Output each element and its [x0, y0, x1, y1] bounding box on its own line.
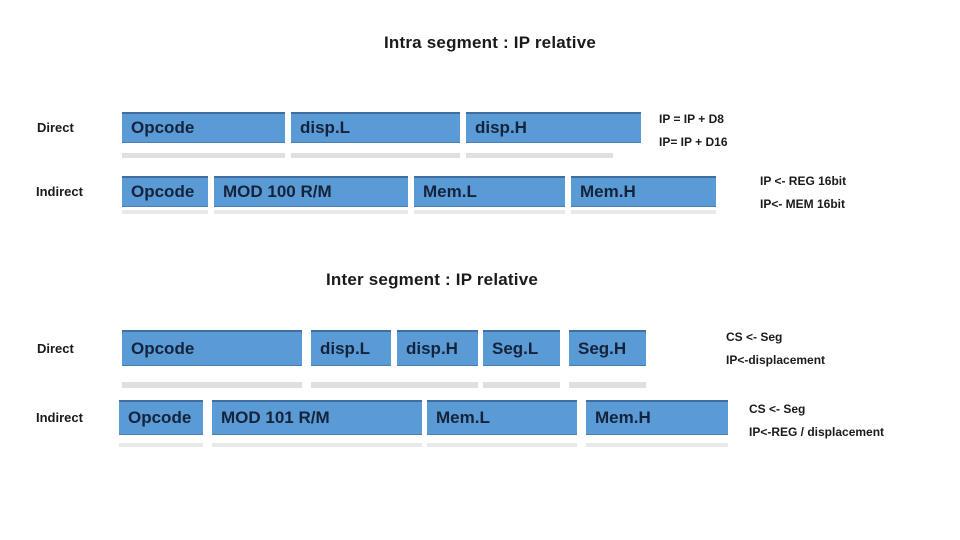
field-box-mod-rm: MOD 101 R/M [212, 400, 422, 435]
field-box-mod-rm: MOD 100 R/M [214, 176, 408, 207]
reflection-strip [122, 210, 208, 214]
reflection-strip [119, 443, 203, 447]
reflection-strip [311, 382, 478, 388]
note-line: IP<-displacement [726, 353, 826, 367]
reflection-strip [414, 210, 565, 214]
reflection-strip [569, 382, 646, 388]
field-box-opcode: Opcode [122, 176, 208, 207]
note-line: IP <- REG 16bit [760, 174, 847, 188]
inter-indirect-row: Indirect Opcode MOD 101 R/M Mem.L Mem.H … [0, 400, 960, 447]
inter-section-title: Inter segment : IP relative [326, 270, 538, 289]
reflection-strip [212, 443, 422, 447]
field-box-disph: disp.H [466, 112, 641, 143]
inter-direct-notes: CS <- Seg IP<-displacement [726, 326, 825, 372]
reflection-strip [427, 443, 577, 447]
reflection-strip [571, 210, 716, 214]
note-line: CS <- Seg [749, 402, 806, 416]
field-box-displ: disp.L [291, 112, 460, 143]
field-box-disph: disp.H [397, 330, 478, 366]
inter-indirect-label: Indirect [36, 410, 83, 425]
field-box-opcode: Opcode [122, 330, 302, 366]
field-box-meml: Mem.L [427, 400, 577, 435]
field-box-memh: Mem.H [586, 400, 728, 435]
reflection-strip [291, 153, 460, 158]
field-box-displ: disp.L [311, 330, 391, 366]
intra-direct-notes: IP = IP + D8 IP= IP + D16 [659, 108, 728, 154]
note-line: IP= IP + D16 [659, 135, 728, 149]
field-box-opcode: Opcode [119, 400, 203, 435]
field-box-segl: Seg.L [483, 330, 560, 366]
note-line: IP<-REG / displacement [749, 425, 885, 439]
field-box-opcode: Opcode [122, 112, 285, 143]
reflection-strip [214, 210, 408, 214]
note-line: CS <- Seg [726, 330, 783, 344]
reflection-strip [483, 382, 560, 388]
intra-indirect-notes: IP <- REG 16bit IP<- MEM 16bit [760, 170, 846, 216]
field-box-segh: Seg.H [569, 330, 646, 366]
reflection-strip [122, 382, 302, 388]
intra-direct-label: Direct [37, 120, 74, 135]
intra-direct-row: Direct Opcode disp.L disp.H IP = IP + D8… [0, 112, 960, 158]
field-box-memh: Mem.H [571, 176, 716, 207]
reflection-strip [122, 153, 285, 158]
note-line: IP<- MEM 16bit [760, 197, 846, 211]
field-box-meml: Mem.L [414, 176, 565, 207]
note-line: IP = IP + D8 [659, 112, 724, 126]
reflection-strip [586, 443, 728, 447]
inter-indirect-notes: CS <- Seg IP<-REG / displacement [749, 398, 884, 444]
inter-direct-row: Direct Opcode disp.L disp.H Seg.L Seg.H … [0, 330, 960, 388]
intra-section-title: Intra segment : IP relative [384, 33, 596, 52]
intra-indirect-label: Indirect [36, 184, 83, 199]
reflection-strip [466, 153, 613, 158]
inter-direct-label: Direct [37, 340, 74, 356]
intra-indirect-row: Indirect Opcode MOD 100 R/M Mem.L Mem.H … [0, 174, 960, 214]
